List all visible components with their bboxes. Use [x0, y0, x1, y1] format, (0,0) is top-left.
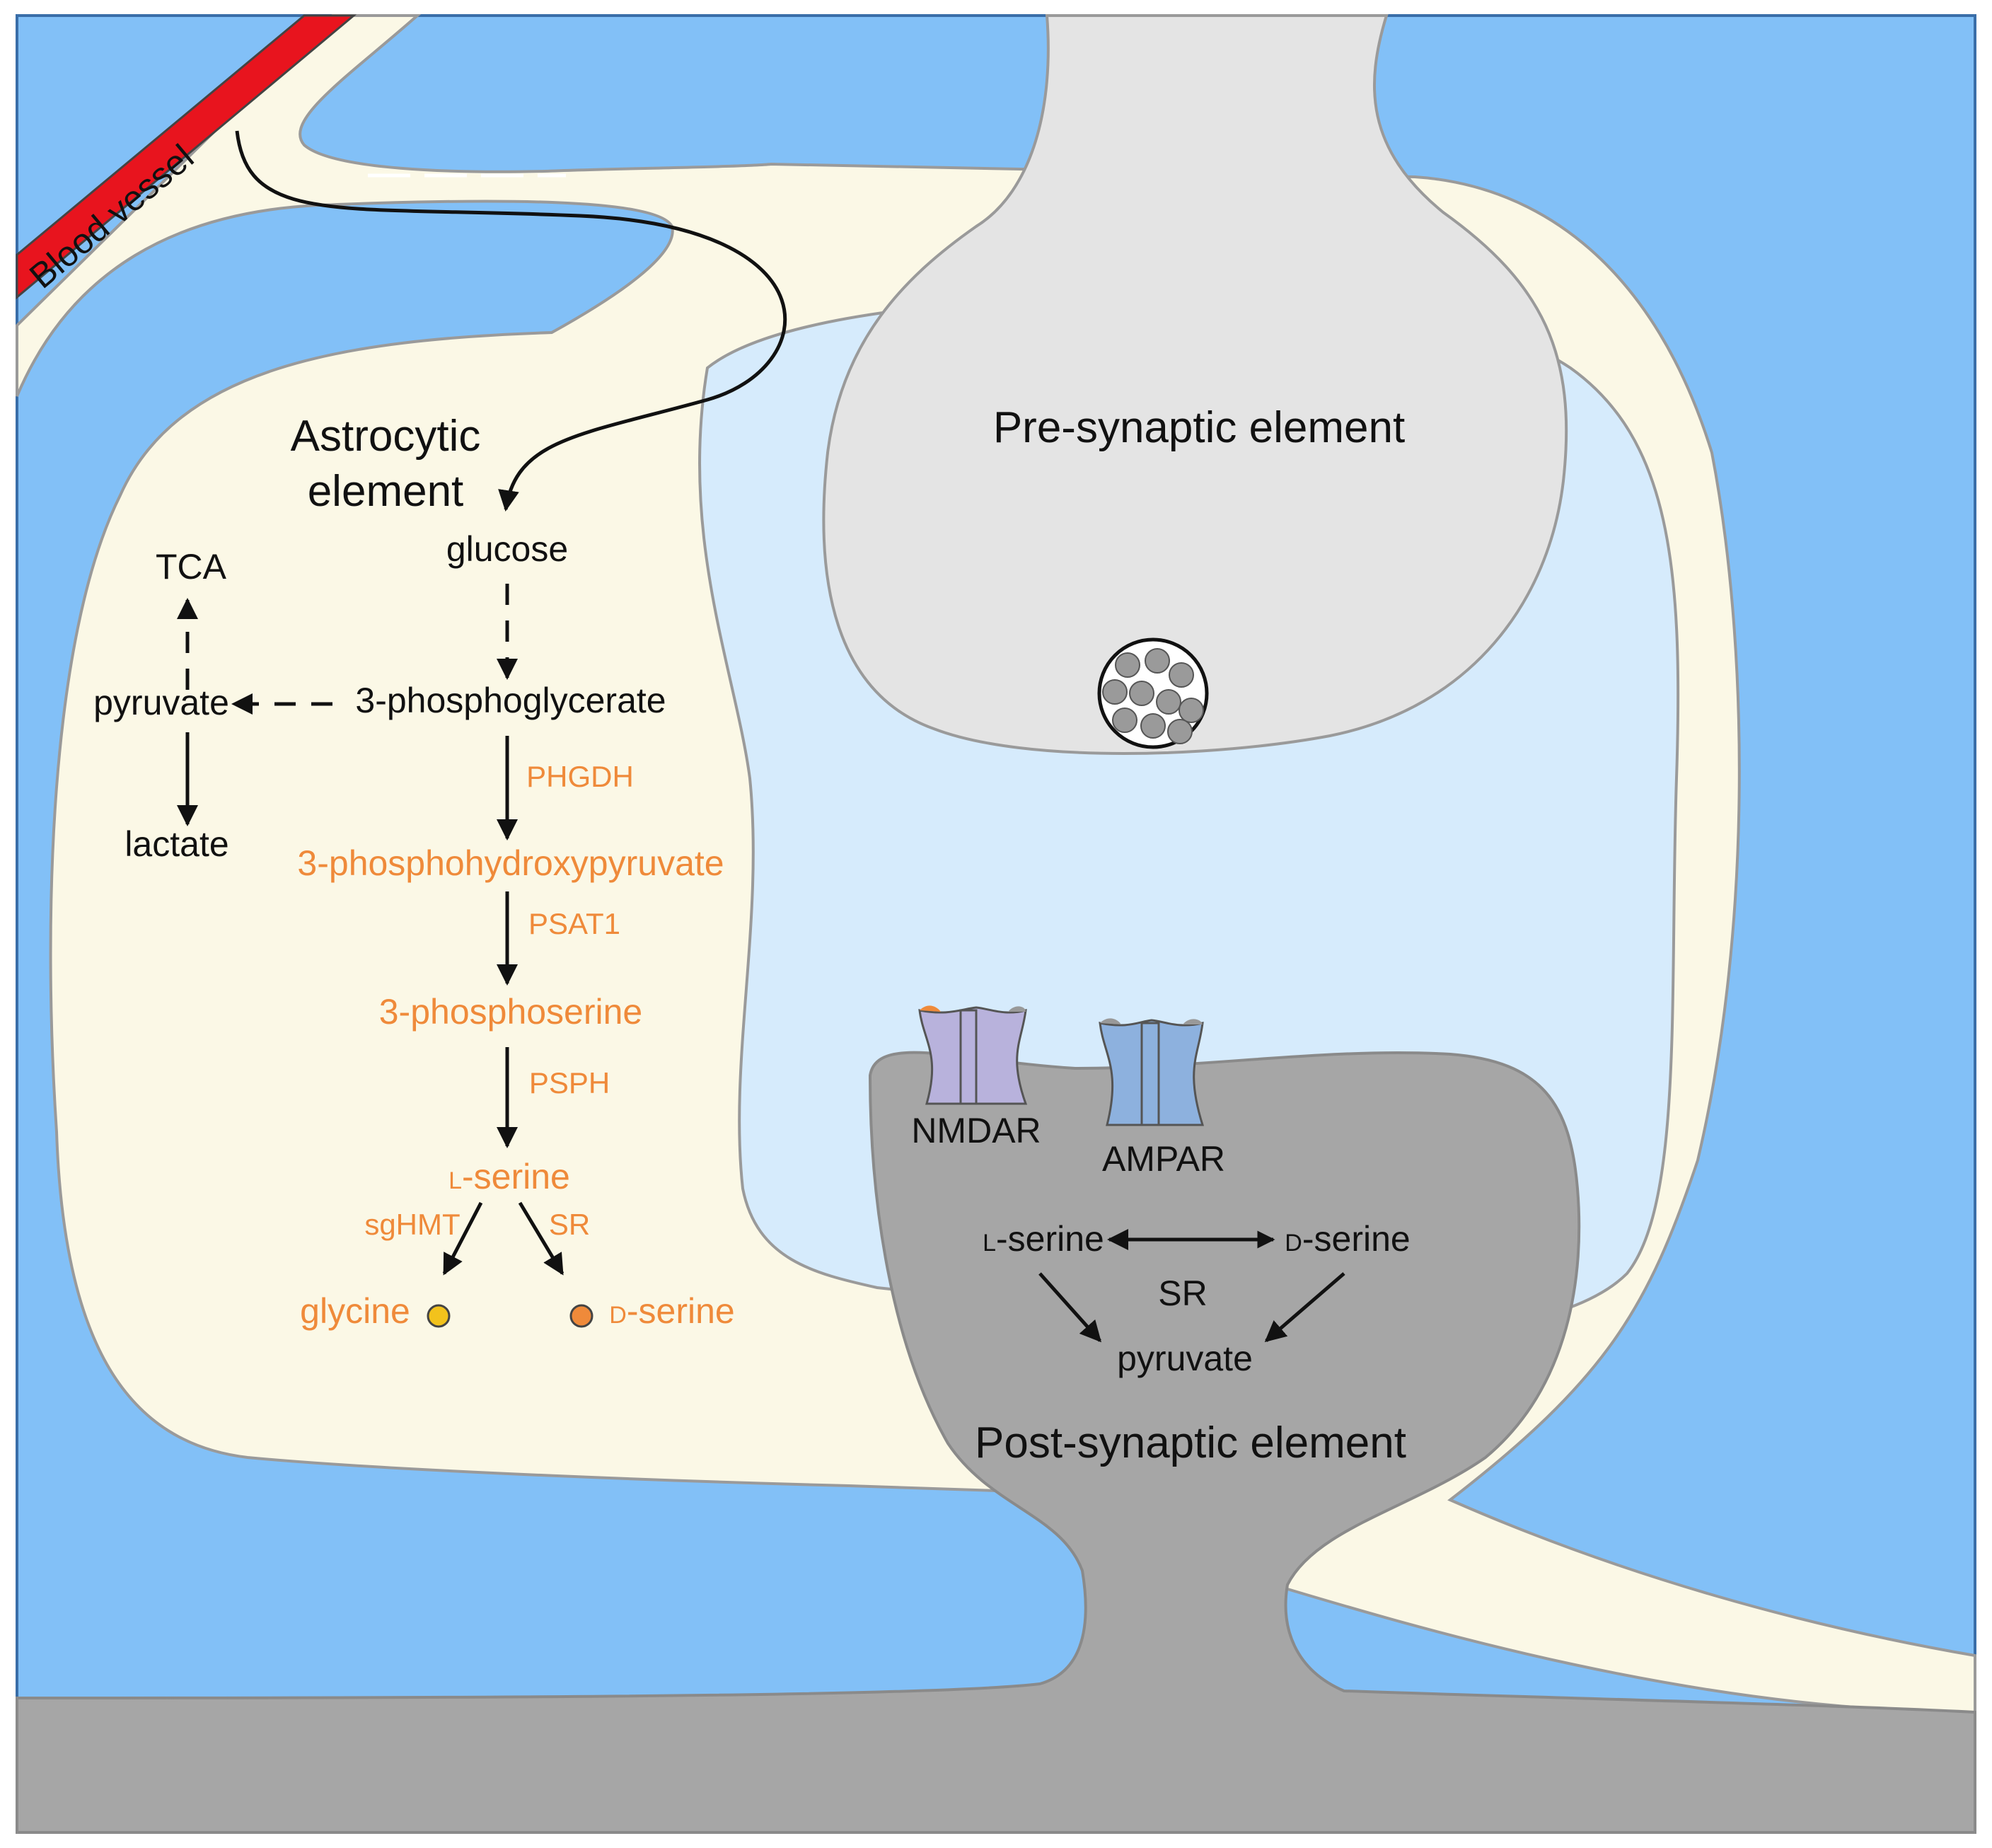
l-serine-astro-label: L-serine — [448, 1157, 570, 1196]
pyruvate-astro-label: pyruvate — [93, 683, 229, 722]
synaptic-vesicle — [1097, 637, 1209, 749]
d-serine-astro-dot — [569, 1304, 593, 1328]
astrocytic-label-line2: element — [308, 467, 464, 516]
sr-post-label: SR — [1158, 1274, 1207, 1313]
presynaptic-label: Pre-synaptic element — [993, 403, 1405, 452]
glucose-transport-arrow — [235, 130, 787, 512]
postsynaptic-element — [16, 1051, 1976, 1834]
glycine-label: glycine — [300, 1291, 410, 1331]
3-phosphoglycerate-label: 3-phosphoglycerate — [355, 681, 666, 720]
nmdar-label: NMDAR — [911, 1111, 1041, 1150]
arrow-dserine-to-pyruvate-post — [1264, 1272, 1345, 1342]
presynaptic-element — [822, 14, 1568, 755]
arrow-lserine-to-pyruvate-post — [1038, 1272, 1102, 1343]
d-serine-post-label: D-serine — [1285, 1219, 1410, 1259]
astrocytic-label-line1: Astrocytic — [291, 412, 481, 461]
sghmt-label: sgHMT — [364, 1208, 460, 1241]
psph-label: PSPH — [529, 1066, 610, 1099]
phgdh-label: PHGDH — [526, 760, 634, 793]
arrow-lserine-to-glycine — [442, 1201, 483, 1276]
glucose-label: glucose — [446, 529, 568, 569]
l-serine-post-label: L-serine — [983, 1219, 1104, 1259]
arrow-lserine-to-dserine — [518, 1201, 564, 1276]
nmdar-receptor — [918, 1005, 1028, 1105]
ampar-receptor — [1099, 1018, 1205, 1126]
psat1-label: PSAT1 — [528, 907, 620, 940]
3-phosphoserine-label: 3-phosphoserine — [379, 992, 643, 1032]
ampar-label: AMPAR — [1102, 1139, 1225, 1179]
lactate-label: lactate — [124, 824, 228, 864]
d-serine-astro-label: D-serine — [609, 1291, 734, 1331]
sr-astro-label: SR — [549, 1208, 590, 1241]
3-phosphohydroxypyruvate-label: 3-phosphohydroxypyruvate — [297, 843, 724, 883]
glycine-dot — [427, 1304, 451, 1328]
postsynaptic-label: Post-synaptic element — [975, 1419, 1406, 1467]
tca-label: TCA — [156, 547, 227, 587]
pyruvate-post-label: pyruvate — [1117, 1339, 1253, 1378]
